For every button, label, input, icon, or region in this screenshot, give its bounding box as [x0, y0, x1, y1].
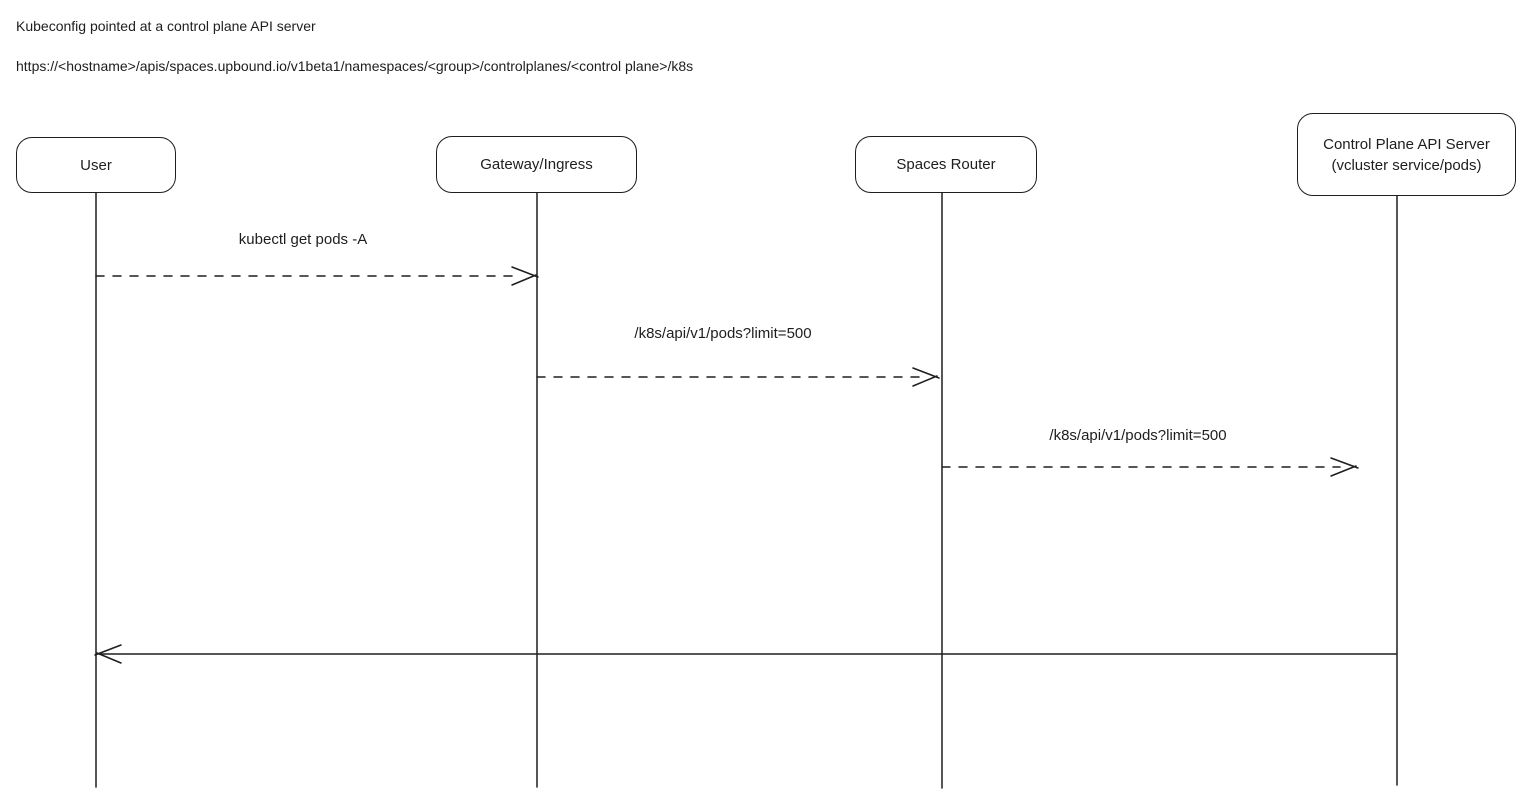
diagram-url-caption: https://<hostname>/apis/spaces.upbound.i… — [16, 58, 694, 74]
actor-box-control-plane-api-server: Control Plane API Server (vcluster servi… — [1297, 113, 1516, 196]
actor-label: User — [80, 156, 112, 174]
diagram-title: Kubeconfig pointed at a control plane AP… — [16, 18, 316, 34]
message-arrow-3-head — [1330, 457, 1359, 477]
actor-label: Gateway/Ingress — [480, 156, 593, 173]
message-arrow-4-head — [94, 644, 122, 664]
message-arrow-1-head — [511, 266, 539, 286]
message-label-k8s-api-pods-1: /k8s/api/v1/pods?limit=500 — [634, 325, 812, 342]
actor-sublabel: (vcluster service/pods) — [1331, 156, 1482, 174]
actor-box-gateway-ingress: Gateway/Ingress — [436, 136, 637, 193]
message-arrow-2-head — [912, 367, 940, 387]
message-label-k8s-api-pods-2: /k8s/api/v1/pods?limit=500 — [1049, 427, 1227, 444]
actor-box-user: User — [16, 137, 176, 193]
actor-label: Spaces Router — [896, 156, 996, 173]
actor-box-spaces-router: Spaces Router — [855, 136, 1037, 193]
message-label-kubectl-get-pods: kubectl get pods -A — [238, 231, 368, 248]
actor-label: Control Plane API Server — [1323, 135, 1490, 153]
